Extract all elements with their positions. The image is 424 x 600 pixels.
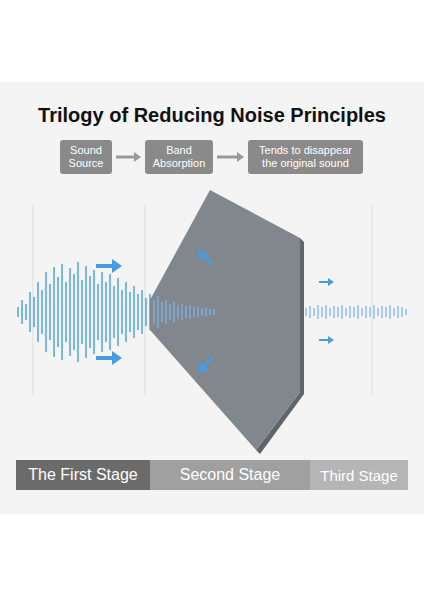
node-text: Second Stage	[180, 466, 281, 484]
stage-band: Second Stage	[150, 460, 310, 490]
stage-band: Third Stage	[310, 460, 408, 490]
node-text: Sound Source	[64, 144, 108, 170]
process-box: Sound Source	[60, 140, 112, 174]
stage-band: The First Stage	[16, 460, 150, 490]
diagram-title: Trilogy of Reducing Noise Principles	[0, 104, 424, 127]
node-text: The First Stage	[28, 466, 137, 484]
acoustic-panel	[150, 190, 300, 450]
direction-arrows	[96, 259, 334, 365]
process-box: Band Absorption	[145, 140, 213, 174]
flow-arrow	[217, 152, 244, 162]
node-text: Tends to disappear the original sound	[252, 144, 359, 170]
node-text: Third Stage	[320, 467, 398, 484]
flow-arrow	[116, 152, 141, 162]
residual-wave	[306, 305, 406, 319]
process-box: Tends to disappear the original sound	[248, 140, 363, 174]
node-text: Band Absorption	[149, 144, 209, 170]
absorption-arrows	[198, 250, 212, 372]
absorbed-wave	[154, 296, 214, 328]
